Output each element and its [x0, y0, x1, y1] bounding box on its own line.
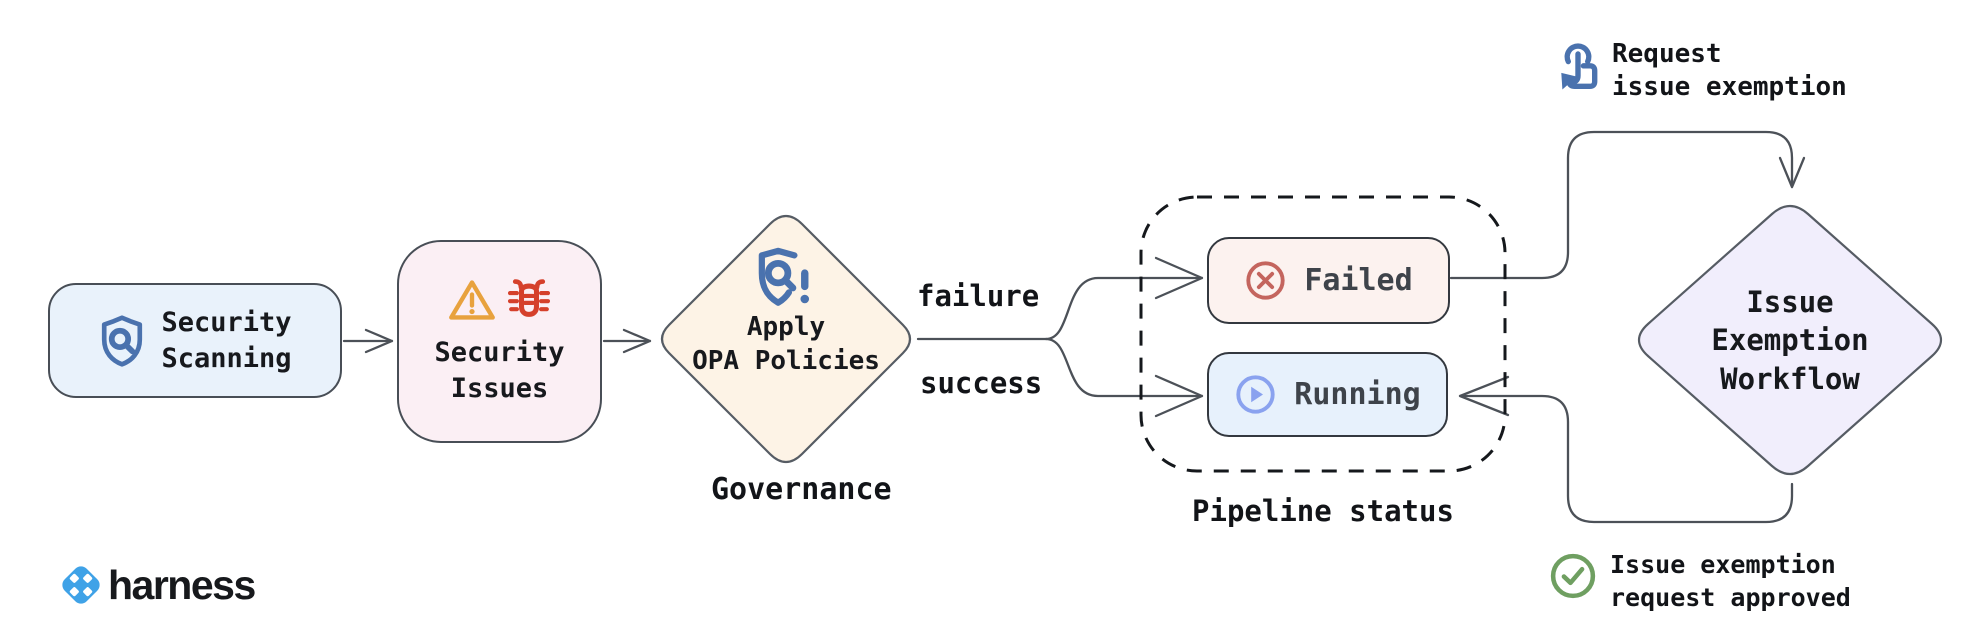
node-apply-opa-label: Apply OPA Policies [666, 310, 906, 379]
warning-triangle-icon [448, 280, 495, 321]
label-line: Apply [746, 312, 826, 342]
node-label: Security Issues [434, 335, 564, 405]
success-edge-label: success [920, 366, 1043, 400]
label-line: Issues [450, 372, 549, 404]
edge-failed-to-exemption [1449, 130, 1794, 280]
pipeline-status-caption: Pipeline status [1192, 494, 1454, 528]
request-approved-annotation: Issue exemption request approved [1610, 548, 1851, 614]
node-running-label: Running [1294, 377, 1421, 412]
label-line: Exemption [1711, 323, 1869, 358]
node-security-scanning: Security Scanning [48, 283, 342, 398]
annotation-line: request approved [1610, 583, 1851, 612]
label-line: Security [434, 337, 565, 369]
apply-opa-diamond [660, 214, 912, 464]
node-running: Running [1207, 352, 1448, 437]
node-issue-exemption-label: Issue Exemption Workflow [1660, 283, 1920, 398]
node-failed: Failed [1207, 237, 1450, 324]
label-line: Scanning [161, 342, 292, 374]
pipeline-status-group [1139, 195, 1507, 473]
edge-success [1044, 337, 1202, 398]
check-circle-icon [1550, 553, 1596, 599]
issue-icons [448, 277, 552, 323]
tap-gesture-icon [1561, 43, 1598, 90]
label-line: Workflow [1720, 361, 1860, 396]
bug-icon [507, 279, 550, 318]
label-line: OPA Policies [692, 346, 880, 377]
node-label: Security Scanning [161, 305, 291, 375]
edge-exemption-to-running [1462, 394, 1794, 524]
harness-wordmark: harness [108, 561, 256, 608]
failure-edge-label: failure [917, 279, 1040, 313]
issue-exemption-diamond [1637, 204, 1943, 476]
harness-logo: harness [58, 561, 256, 608]
label-line: Issue [1746, 285, 1834, 319]
annotation-line: Issue exemption [1610, 550, 1836, 579]
governance-caption: Governance [711, 472, 892, 507]
edge-failure [1044, 276, 1202, 341]
shield-alert-icon [758, 247, 810, 306]
request-exemption-annotation: Request issue exemption [1612, 38, 1847, 105]
node-security-issues: Security Issues [397, 240, 602, 443]
annotation-line: Request [1612, 39, 1722, 69]
harness-logo-icon [62, 566, 100, 604]
circle-play-icon [1236, 375, 1275, 414]
node-failed-label: Failed [1304, 263, 1413, 298]
circle-x-icon [1246, 261, 1285, 300]
label-line: Security [161, 307, 292, 339]
shield-search-icon [102, 314, 143, 367]
annotation-line: issue exemption [1612, 72, 1847, 103]
